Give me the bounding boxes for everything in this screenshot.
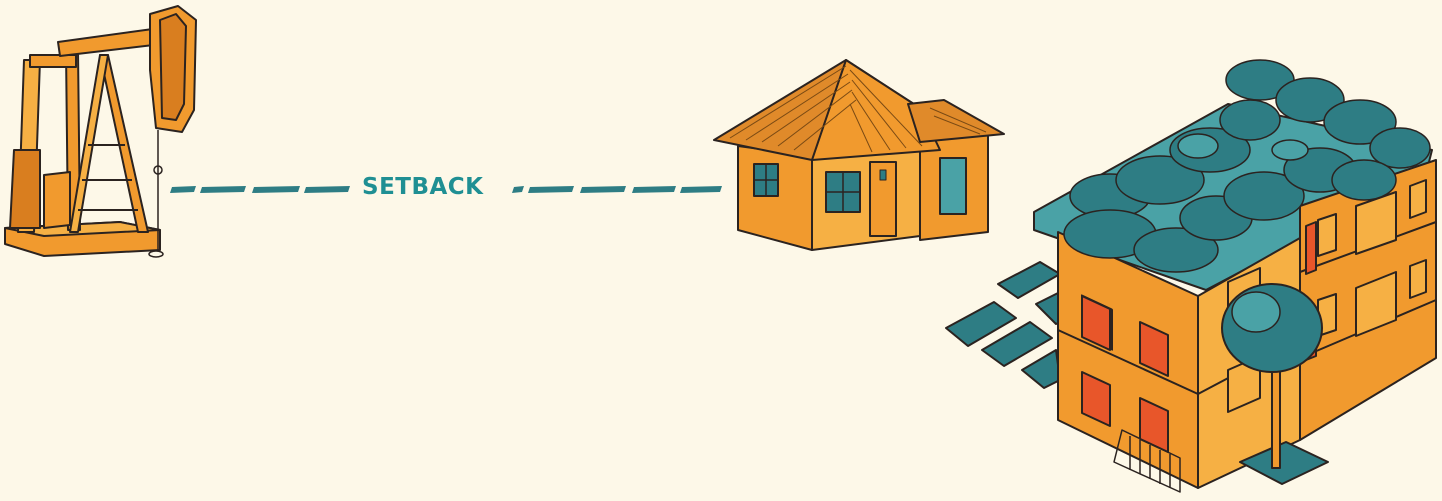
house [714, 60, 1004, 250]
oil-pumpjack [5, 6, 196, 257]
apartment-building [946, 60, 1436, 492]
setback-label: SETBACK [362, 174, 484, 200]
solar-panels [946, 262, 1060, 388]
